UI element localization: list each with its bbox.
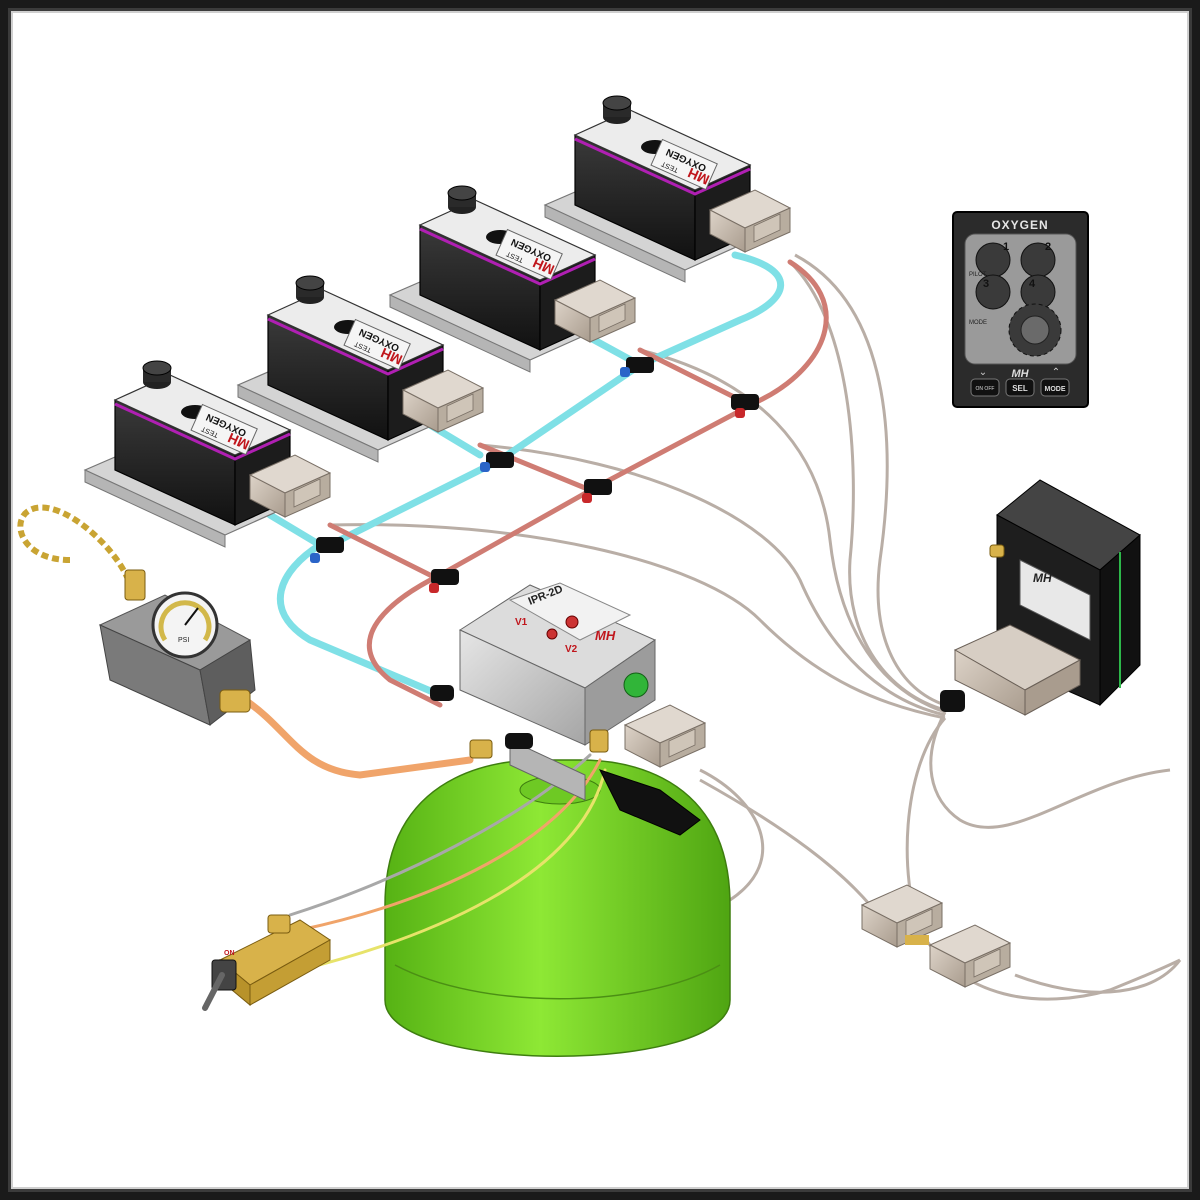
on-off-button[interactable]	[970, 378, 1000, 397]
valve-v1: V1	[515, 617, 528, 628]
knob-number-4: 4	[1029, 278, 1036, 290]
regulator-3: OXYGEN MH TEST	[388, 184, 636, 374]
pressure-gauge-assembly: PSI	[17, 504, 256, 726]
supply-hose	[241, 696, 474, 779]
sel-button[interactable]	[1005, 378, 1035, 397]
panel-side-label-pilot: PILOT	[969, 272, 987, 278]
panel-knob-4[interactable]	[1020, 274, 1056, 310]
on-off-button-label: ON OFF	[976, 386, 995, 392]
signal-cables	[329, 253, 1182, 1001]
knob-number-1: 1	[1003, 241, 1009, 253]
knob-number-3: 3	[983, 278, 989, 290]
tee-fittings	[310, 357, 759, 593]
regulator-2: OXYGEN MH TEST	[236, 274, 484, 464]
green-indicator-icon	[623, 672, 649, 698]
mode-button[interactable]	[1040, 378, 1070, 397]
valve-logo: MH	[595, 628, 616, 643]
chevron-down-icon: ⌄	[979, 367, 987, 378]
controller-box: MH	[940, 479, 1141, 716]
gauge-label: PSI	[178, 637, 189, 644]
toggle-switch[interactable]: ON	[202, 914, 331, 1011]
regulator-1: OXYGEN MH TEST	[83, 359, 331, 549]
switch-label: ON	[224, 950, 235, 957]
inline-connectors	[861, 884, 1011, 988]
knob-number-2: 2	[1045, 241, 1051, 253]
valve-v2: V2	[565, 644, 578, 655]
chevron-up-icon: ⌃	[1052, 367, 1060, 378]
panel-title: OXYGEN	[991, 218, 1048, 232]
sel-button-label: SEL	[1012, 384, 1028, 393]
valve-block: IPR-2D V1 V2 MH	[430, 582, 706, 836]
oxygen-control-panel: OXYGEN 1 2 3 4 PILOT MODE MH ⌄ ⌃ ON OFF …	[952, 211, 1089, 408]
panel-logo: MH	[1011, 368, 1029, 380]
mode-button-label: MODE	[1045, 386, 1066, 393]
panel-side-label-mode: MODE	[969, 320, 987, 326]
regulator-4: OXYGEN MH TEST	[543, 94, 791, 284]
pressure-hoses	[327, 259, 829, 708]
panel-knob-3[interactable]	[975, 274, 1011, 310]
controller-logo: MH	[1033, 571, 1052, 585]
